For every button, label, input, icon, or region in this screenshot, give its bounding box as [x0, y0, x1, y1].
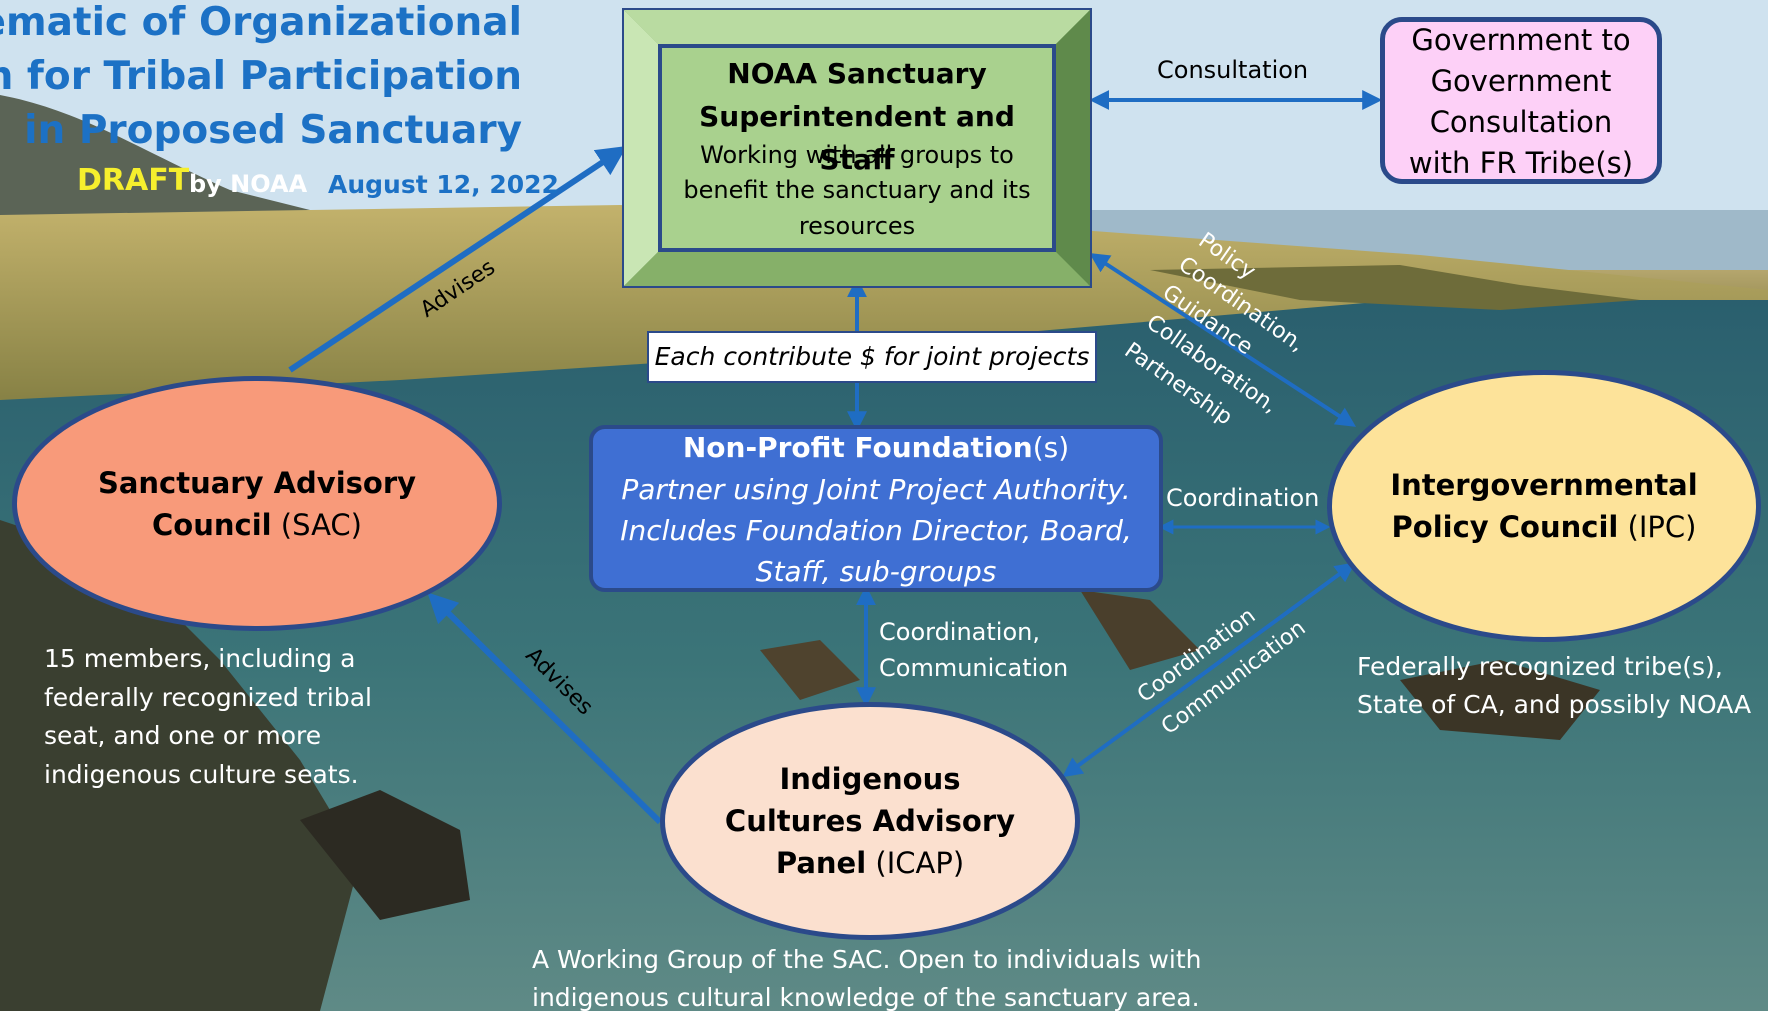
sac-note-line-1: 15 members, including a — [44, 644, 356, 673]
ipc-note-line-2: State of CA, and possibly NOAA — [1357, 690, 1752, 719]
advises-arrow-icap-to-sac — [427, 592, 663, 825]
advises-arrow-sac-to-noaa — [288, 146, 627, 373]
noaa-desc-line-1: Working with all groups to — [700, 141, 1014, 169]
foundation-desc-line-1: Partner using Joint Project Authority. — [621, 473, 1131, 506]
government-line-1: Government to — [1411, 23, 1631, 57]
date-label: August 12, 2022 — [328, 170, 559, 199]
icap-label-line-2: Cultures Advisory — [724, 804, 1016, 838]
ipc-label-line-1: Intergovernmental — [1390, 468, 1698, 502]
ipc-label: Intergovernmental Policy Council (IPC) — [1390, 464, 1697, 548]
icap-label-abbrev: (ICAP) — [866, 846, 965, 880]
title-line-1: Schematic of Organizational — [0, 0, 522, 45]
noaa-title-line-1: NOAA Sanctuary — [727, 57, 987, 90]
icap-label-line-1: Indigenous — [779, 762, 961, 796]
author-label: by NOAA — [189, 170, 308, 198]
noaa-title-line-2: Superintendent and Staff — [699, 100, 1015, 176]
icap-note-line-1: A Working Group of the SAC. Open to indi… — [532, 945, 1202, 974]
ipc-label-bold: Policy Council — [1391, 510, 1619, 544]
foundation-title: Non-Profit Foundation(s) — [589, 428, 1163, 468]
title-line-2: ision for Tribal Participation — [0, 54, 522, 99]
foundation-desc-line-3: Staff, sub-groups — [755, 555, 997, 588]
ipc-ellipse: Intergovernmental Policy Council (IPC) — [1327, 370, 1761, 642]
ipc-note-line-1: Federally recognized tribe(s), — [1357, 652, 1723, 681]
sac-label-line-1: Sanctuary Advisory — [97, 465, 417, 500]
sac-ellipse: Sanctuary Advisory Council (SAC) — [12, 376, 502, 631]
contribute-box: Each contribute $ for joint projects — [647, 331, 1097, 383]
foundation-desc-line-2: Includes Foundation Director, Board, — [620, 514, 1132, 547]
policy-arrow — [1089, 253, 1357, 427]
icap-label-bold: Panel — [775, 846, 867, 880]
consultation-label: Consultation — [1157, 56, 1309, 84]
foundation-box — [589, 425, 1163, 592]
sac-label-abbrev: (SAC) — [271, 507, 362, 542]
noaa-box — [622, 8, 1092, 288]
government-consultation-box — [1380, 17, 1662, 184]
government-line-4: with FR Tribe(s) — [1408, 146, 1634, 180]
sac-note-line-3: seat, and one or more — [44, 721, 322, 750]
government-line-3: Consultation — [1429, 105, 1613, 139]
foundation-title-bold: Non-Profit Foundation — [682, 431, 1033, 464]
sac-note-line-4: indigenous culture seats. — [44, 760, 359, 789]
icap-note-line-2: indigenous cultural knowledge of the san… — [532, 983, 1200, 1011]
sac-label: Sanctuary Advisory Council (SAC) — [98, 462, 416, 546]
foundation-title-suffix: (s) — [1032, 431, 1070, 464]
coord-comm-label-line-1: Coordination, — [879, 618, 1040, 646]
icap-label: Indigenous Cultures Advisory Panel (ICAP… — [725, 758, 1015, 884]
ipc-label-abbrev: (IPC) — [1618, 510, 1697, 544]
coordination-label: Coordination — [1166, 484, 1320, 512]
draft-label: DRAFT — [77, 163, 190, 198]
noaa-desc-line-3: resources — [798, 212, 916, 240]
ipc-icap-arrow — [1062, 562, 1356, 778]
title-line-3: in Proposed Sanctuary — [24, 108, 522, 153]
government-line-2: Government — [1430, 64, 1612, 98]
icap-ellipse: Indigenous Cultures Advisory Panel (ICAP… — [660, 702, 1080, 940]
coord-comm-label-line-2: Communication — [879, 654, 1069, 682]
sac-note-line-2: federally recognized tribal — [44, 683, 372, 712]
sac-label-bold: Council — [152, 507, 272, 542]
noaa-desc-line-2: benefit the sanctuary and its — [683, 176, 1031, 204]
